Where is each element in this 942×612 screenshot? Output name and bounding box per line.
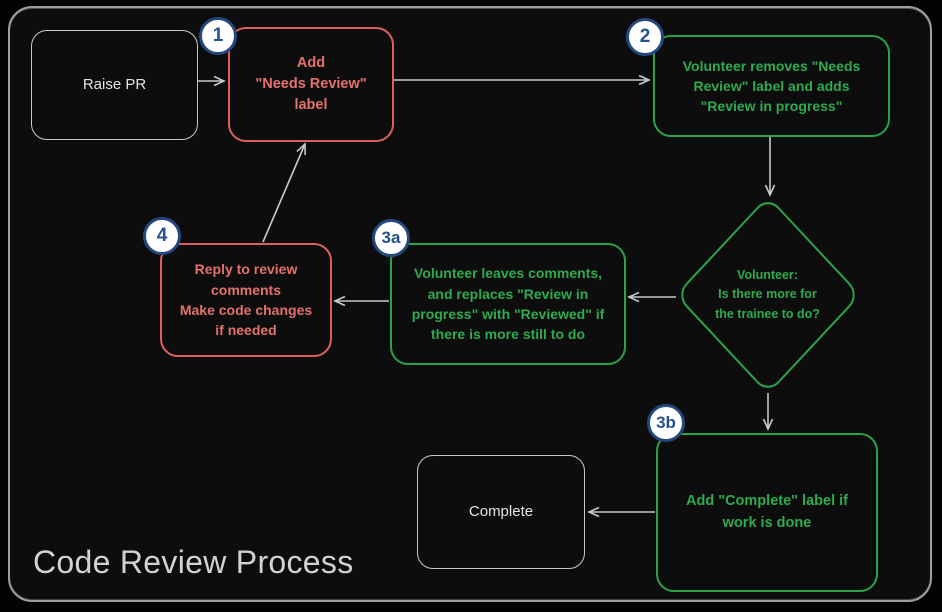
step-badge-4: 4 [143, 217, 181, 255]
node-step3b-line: work is done [722, 514, 812, 531]
node-step4-line: Reply to review [194, 261, 298, 278]
node-step2-line: "Review in progress" [700, 98, 843, 115]
node-raise-pr-label: Raise PR [82, 76, 147, 94]
step-badge-2-number: 2 [639, 26, 651, 47]
node-step3a-line: and replaces "Review in [427, 285, 589, 302]
step-badge-3a-number: 3a [381, 228, 401, 247]
decision-line: the trainee to do? [715, 306, 820, 321]
node-complete: Complete [417, 455, 585, 569]
node-add-complete-label: Add "Complete" label if work is done [656, 433, 878, 592]
node-step3a-line: progress" with "Reviewed" if [411, 306, 605, 322]
node-raise-pr: Raise PR [31, 30, 198, 140]
diagram-title: Code Review Process [33, 544, 354, 580]
node-step2-line: Volunteer removes "Needs [682, 57, 861, 74]
arrow-step4-to-step1 [262, 142, 306, 243]
decision-diamond-text: Volunteer: Is there more for the trainee… [677, 198, 858, 392]
node-reply-to-review-comments: Reply to review comments Make code chang… [160, 243, 332, 357]
step-badge-2: 2 [626, 18, 664, 56]
node-step2-line: Review" label and adds [693, 77, 850, 94]
node-decision-diamond: Volunteer: Is there more for the trainee… [674, 195, 861, 395]
node-step1-line: "Needs Review" [255, 75, 367, 92]
node-volunteer-leaves-comments: Volunteer leaves comments, and replaces … [390, 243, 626, 365]
node-step1-line: Add [296, 54, 326, 71]
node-step3a-line: there is more still to do [430, 326, 586, 343]
step-badge-3b-number: 3b [656, 413, 676, 432]
node-step4-line: Make code changes [179, 302, 313, 318]
decision-line: Volunteer: [737, 267, 798, 282]
step-badge-4-number: 4 [156, 225, 168, 246]
node-step4-line: if needed [215, 322, 277, 339]
node-volunteer-removes-label: Volunteer removes "Needs Review" label a… [653, 35, 890, 137]
decision-line: Is there more for [718, 287, 817, 302]
node-add-needs-review-label: Add "Needs Review" label [228, 27, 394, 142]
step-badge-3b: 3b [647, 404, 685, 442]
node-complete-label: Complete [468, 503, 534, 521]
step-badge-1: 1 [199, 17, 237, 55]
step-badge-3a: 3a [372, 219, 410, 257]
node-step3b-line: Add "Complete" label if [686, 493, 848, 510]
node-step3a-line: Volunteer leaves comments, [413, 265, 603, 282]
step-badge-1-number: 1 [212, 25, 224, 46]
node-step1-line: label [294, 97, 328, 113]
node-step4-line: comments [210, 281, 282, 298]
